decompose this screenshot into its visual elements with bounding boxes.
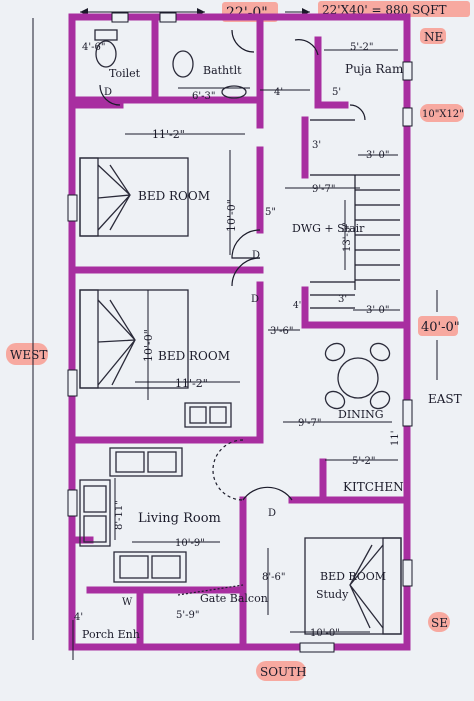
bedroom3-label: BED ROOM [320, 570, 386, 583]
ne-direction-label: NE [424, 30, 443, 44]
door-label-bedroom: D [252, 250, 260, 261]
living-depth: 8'-11" [114, 500, 125, 530]
bedroom3-depth: 8'-6" [262, 572, 285, 583]
bath-dim: 6'-3" [192, 91, 215, 102]
dimension-lines [72, 49, 400, 660]
living-width: 10'-9" [175, 538, 205, 549]
balcony-width: 5'-9" [176, 610, 199, 621]
porch-label: Porch Enh [82, 628, 140, 641]
bedroom3-width: 10'-0" [310, 628, 340, 639]
small-dim: 4' [293, 301, 301, 311]
corridor-dim: 3'-6" [270, 326, 293, 337]
bedroom2-label: BED ROOM [158, 349, 230, 363]
door-dim: 5" [265, 207, 276, 218]
bedroom3-bed [304, 537, 402, 635]
living-label: Living Room [138, 511, 221, 526]
stair-depth-2: 3' [338, 294, 347, 305]
bedroom1-width: 11'-2" [152, 128, 185, 141]
bedroom3-sub: Study [316, 588, 349, 601]
bedroom1-depth: 10'-0" [225, 199, 238, 232]
stair-treads [310, 119, 400, 309]
south-label: SOUTH [260, 665, 307, 679]
bath-label: Bathtlt [203, 64, 242, 77]
puja-label: Puja Ram [345, 62, 404, 76]
door-label-bedroom2: D [251, 294, 259, 305]
stair-width-2: 3'-0" [366, 305, 389, 316]
bedroom2-depth: 10'-0" [142, 329, 155, 362]
puja-depth: 5' [332, 87, 341, 98]
toilet-label: Toilet [109, 67, 141, 80]
direction-tags: WEST EAST 40'-0" SOUTH SE 10"X12" [6, 18, 464, 681]
toilet-fixtures [94, 29, 247, 99]
window-marks [67, 12, 413, 653]
room-labels: 4'-6" Toilet Bathtlt 6'-3" 5'-2" Puja Ra… [74, 42, 404, 641]
balcony-railing [177, 584, 244, 596]
dwg-width: 9'-7" [312, 184, 335, 195]
stair-depth-1: 3' [312, 140, 321, 151]
window-note-label: 10"X12" [422, 109, 464, 120]
inner-walls [68, 13, 411, 651]
stair-width-1: 3'-0" [366, 150, 389, 161]
dining-depth: 11' [390, 431, 401, 446]
door-swings [99, 29, 366, 501]
dwg-depth: 13'-5" [342, 222, 353, 252]
door-label-toilet: D [104, 87, 112, 98]
se-label: SE [431, 616, 448, 630]
bedroom2-width: 11'-2" [175, 377, 208, 390]
kitchen-label: KITCHEN [343, 480, 404, 494]
porch-dim: 4' [74, 612, 83, 623]
dining-label: DINING [338, 408, 384, 421]
west-label: WEST [10, 348, 47, 362]
dwg-label: DWG + Stair [292, 222, 365, 235]
bedroom1-bed [79, 157, 189, 237]
dining-width: 9'-7" [298, 418, 321, 429]
living-sofas [79, 447, 187, 583]
depth-label: 40'-0" [421, 320, 460, 335]
east-label: EAST [428, 392, 462, 406]
balcony-label: Gate Balcon [200, 592, 268, 605]
puja-width: 5'-2" [350, 42, 373, 53]
door-label-bedroom3: D [268, 508, 276, 519]
window-label-w: W [122, 597, 133, 608]
bedroom1-label: BED ROOM [138, 189, 210, 203]
dining-table [324, 342, 391, 410]
toilet-dim: 4'-6" [82, 42, 105, 53]
kitchen-width: 5'-2" [352, 456, 375, 467]
passage-dim: 4' [274, 87, 283, 98]
bedroom2-bed [79, 289, 232, 428]
